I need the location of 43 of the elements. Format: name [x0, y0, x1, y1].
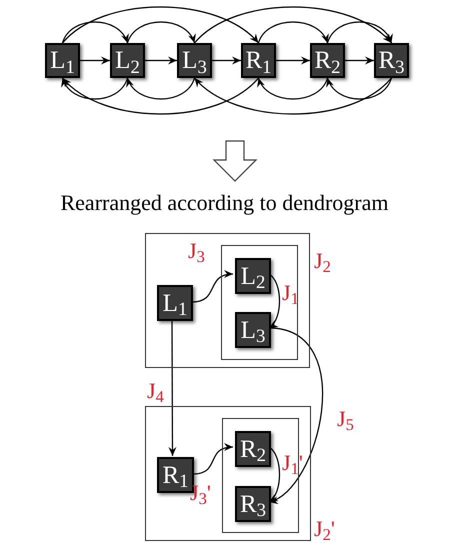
edge-label: J$_{3}$	[188, 240, 205, 262]
arrow	[258, 78, 328, 100]
arrow	[145, 56, 177, 64]
arrow	[80, 56, 110, 64]
group-frame	[221, 245, 298, 360]
arrow	[192, 444, 234, 475]
arrow	[276, 56, 310, 64]
node-box: R$_{3}$	[235, 486, 271, 522]
node-box: R$_{1}$	[157, 457, 194, 493]
group-label: J$_{2}$	[314, 250, 331, 272]
node-box: L$_{3}$	[177, 43, 212, 78]
arrow	[326, 21, 392, 44]
group-frame	[145, 233, 310, 368]
arrow	[62, 78, 128, 100]
group-label: J$_{2}$'	[314, 518, 335, 540]
arrow	[168, 320, 176, 456]
node-box: L$_{2}$	[110, 43, 145, 78]
node-box: L$_{3}$	[235, 312, 271, 348]
arrow	[126, 21, 196, 44]
node-box: L$_{2}$	[235, 258, 271, 294]
edge-label: J$_{1}$'	[282, 452, 303, 474]
node-box: R$_{3}$	[374, 43, 409, 78]
group-frame	[145, 406, 311, 541]
edge-label: J$_{4}$	[147, 380, 164, 402]
arrow	[192, 270, 234, 303]
node-box: R$_{2}$	[235, 431, 271, 467]
node-box: R$_{2}$	[310, 43, 345, 78]
node-box: L$_{1}$	[157, 285, 193, 321]
arrow	[194, 6, 392, 44]
edge-label: J$_{5}$	[337, 408, 354, 430]
node-box: L$_{1}$	[45, 43, 80, 78]
group-frame	[222, 418, 299, 533]
arrow	[258, 21, 328, 44]
arrow	[62, 21, 128, 44]
arrow	[62, 6, 259, 44]
node-box: R$_{1}$	[241, 43, 276, 78]
arrow	[194, 78, 392, 115]
arrow	[326, 78, 392, 100]
arrow	[62, 78, 259, 115]
arrow	[126, 78, 196, 100]
arrow	[345, 56, 374, 64]
arrow	[212, 56, 241, 64]
caption-text: Rearranged according to dendrogram	[59, 192, 390, 214]
